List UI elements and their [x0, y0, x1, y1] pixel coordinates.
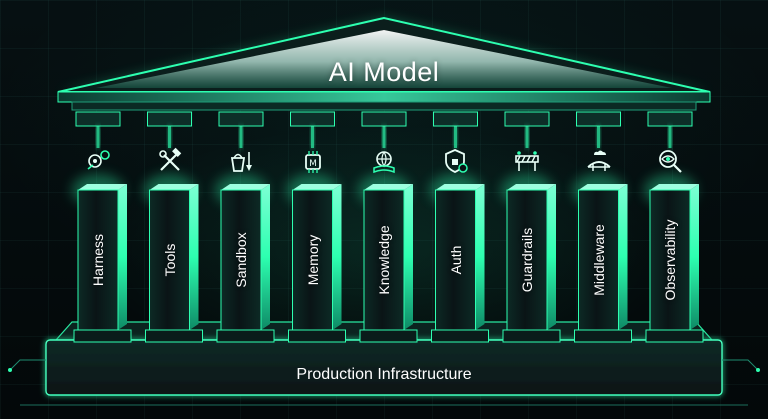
pillar-capital [433, 111, 478, 127]
pillar-label: Harness [90, 233, 106, 287]
pillar-observability [644, 111, 704, 343]
pillar-foot [502, 329, 561, 343]
pillar-front [506, 189, 548, 331]
pillar-layer [72, 111, 704, 343]
pillar-middleware [572, 111, 632, 343]
hammer-wrench-icon [156, 147, 184, 175]
pillar-foot [645, 329, 704, 343]
svg-text:M: M [309, 159, 317, 169]
pillar-side [690, 184, 699, 330]
pillar-top [78, 184, 127, 190]
pillar-top [292, 184, 342, 190]
pillar-capital [576, 111, 621, 127]
pillar-auth [429, 111, 489, 343]
pillar-guardrails [501, 111, 561, 343]
pillar-top [507, 184, 556, 190]
pillar-top [149, 184, 199, 190]
pillar-side [118, 184, 127, 330]
light-beam [168, 126, 171, 148]
pillar-top [435, 184, 485, 190]
pillar-top [578, 184, 628, 190]
pillar-capital [504, 111, 550, 127]
pillar-top [650, 184, 699, 190]
pillar-side [404, 184, 413, 330]
light-beam [382, 126, 386, 148]
pillar-harness [72, 111, 132, 343]
pillar-capital [647, 111, 693, 127]
pillar-foot [145, 329, 203, 343]
pillar-foot [73, 329, 132, 343]
pillar-label: Knowledge [376, 225, 392, 295]
pillar-capital [147, 111, 192, 127]
memory-chip-icon: M [299, 147, 327, 175]
pillar-foot [431, 329, 489, 343]
pillar-capital [218, 111, 264, 127]
pillar-foot [359, 329, 418, 343]
pillar-label: Auth [447, 245, 464, 275]
light-beam [525, 126, 529, 148]
pillar-memory [286, 111, 346, 343]
bridge-cloud-icon [585, 147, 613, 175]
pillar-front [77, 189, 119, 331]
pillar-side [618, 184, 628, 330]
light-beam [454, 126, 457, 148]
pillar-sandbox [215, 111, 275, 343]
pillar-side [261, 184, 270, 330]
bucket-shovel-icon [227, 147, 255, 175]
pillar-top [221, 184, 270, 190]
roof [57, 16, 711, 111]
pillar-capital [290, 111, 335, 127]
pillar-tools [143, 111, 203, 343]
pillar-capital [361, 111, 407, 127]
pillar-front [292, 189, 333, 331]
light-beam [239, 126, 243, 148]
eye-magnifier-icon [656, 147, 684, 175]
light-beam [96, 126, 100, 148]
pillar-label: Observability [662, 219, 678, 301]
pillar-label: Memory [304, 234, 321, 286]
pillar-label: Guardrails [519, 227, 535, 293]
pillar-front [363, 189, 405, 331]
pillar-side [475, 184, 485, 330]
pillar-top [364, 184, 413, 190]
barrier-icon [513, 147, 541, 175]
globe-book-icon [370, 147, 398, 175]
pillar-capital [75, 111, 121, 127]
brain-gears-icon [84, 147, 112, 175]
pillar-side [332, 184, 342, 330]
light-beam [311, 126, 314, 148]
pillar-front [220, 189, 262, 331]
pillar-foot [288, 329, 346, 343]
roof-title: AI Model [328, 57, 440, 87]
shield-lock-icon [442, 147, 470, 175]
light-beam [597, 126, 600, 148]
pillar-foot [216, 329, 275, 343]
pillar-side [547, 184, 556, 330]
pillar-label: Sandbox [233, 232, 249, 288]
base-label: Production Infrastructure [296, 366, 472, 383]
pillar-label: Middleware [590, 224, 607, 296]
pillar-knowledge [358, 111, 418, 343]
pillar-side [189, 184, 199, 330]
light-beam [668, 126, 672, 148]
pillar-label: Tools [161, 243, 178, 277]
pillar-front [435, 189, 476, 331]
pillar-foot [574, 329, 632, 343]
pillar-front [149, 189, 190, 331]
